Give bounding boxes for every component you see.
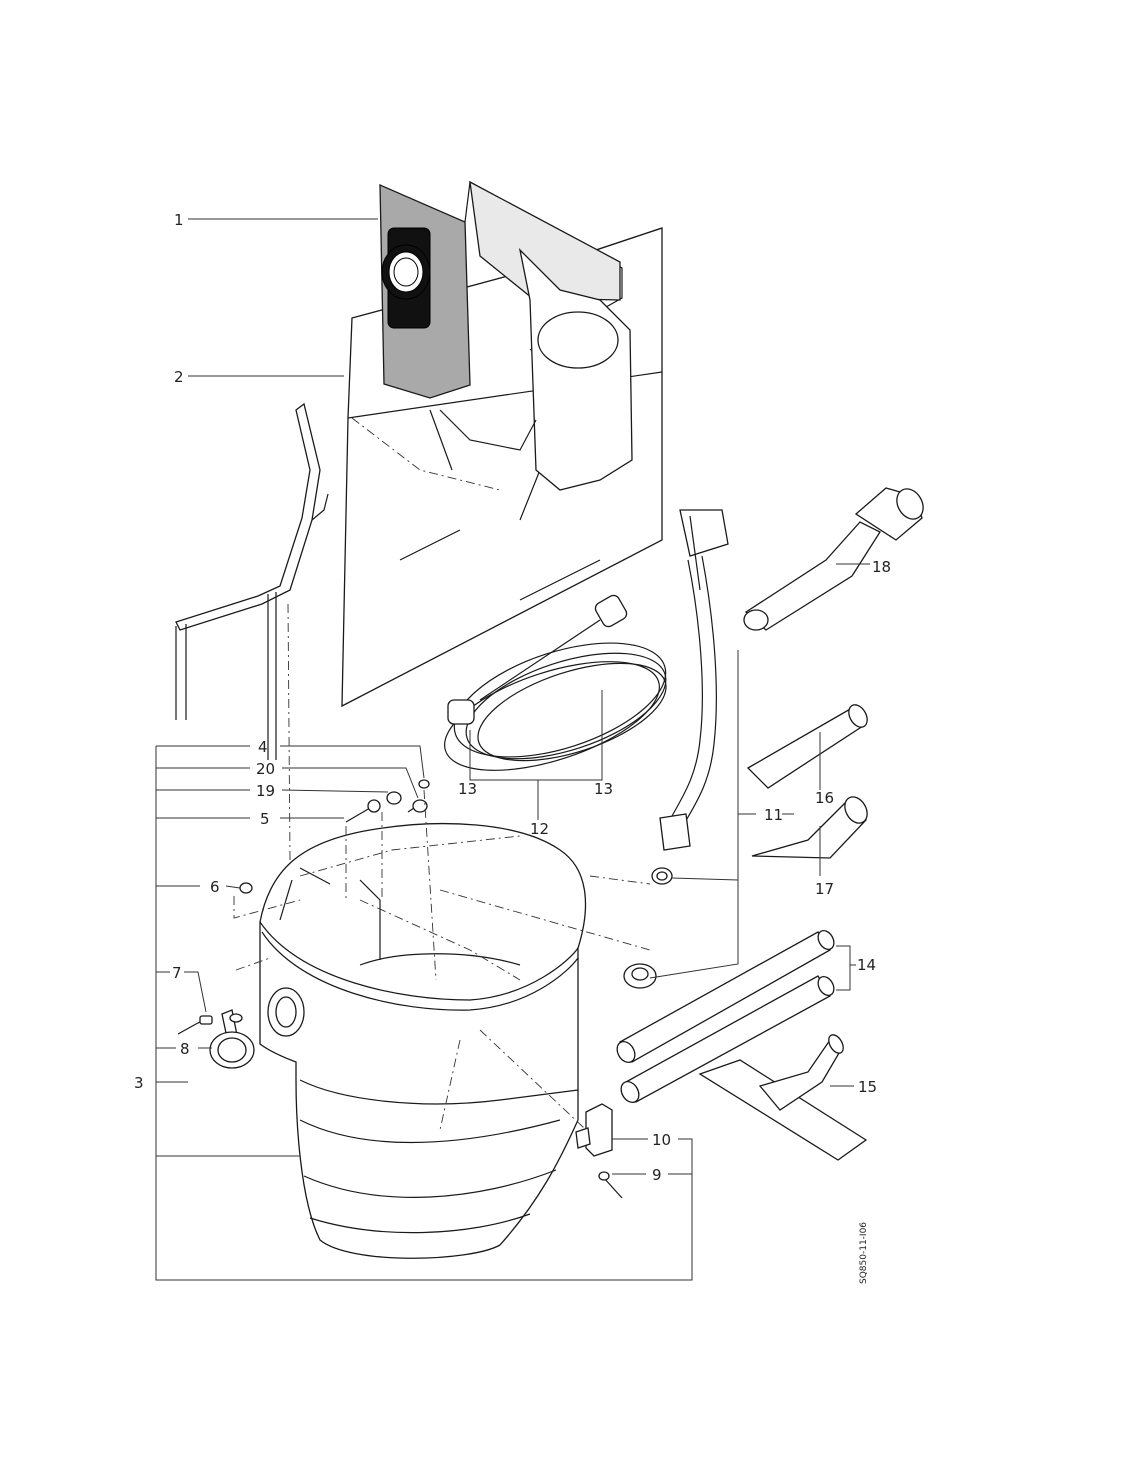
- part-11-drain-hose: [651, 509, 729, 885]
- drain-nut: [623, 963, 657, 989]
- callout-2: 2: [174, 368, 184, 386]
- callout-6: 6: [210, 878, 220, 896]
- part-7-pin: [177, 1015, 213, 1035]
- callout-11: 11: [764, 806, 783, 824]
- part-15-floor-nozzle: [698, 1034, 868, 1161]
- part-14-extension-tubes: [616, 930, 835, 1103]
- leader-lines: [155, 218, 870, 1281]
- callout-20: 20: [256, 760, 275, 778]
- part-16-crevice-nozzle: [746, 704, 868, 789]
- part-10-latch: [575, 1103, 613, 1157]
- drawing-code: SQ850-11-I06: [859, 1222, 869, 1284]
- callout-13-right: 13: [594, 780, 613, 798]
- part-13-hose-cuff-left: [447, 699, 475, 725]
- assembly-lines: [233, 603, 651, 1131]
- callout-13-left: 13: [458, 780, 477, 798]
- callout-7: 7: [172, 964, 182, 982]
- callout-labels: 1 2 3 4 20 19 5 6 7 8 9 10 11 12 13 13 1…: [134, 211, 891, 1184]
- callout-4: 4: [258, 738, 268, 756]
- callout-14: 14: [857, 956, 876, 974]
- callout-8: 8: [180, 1040, 190, 1058]
- callout-16: 16: [815, 789, 834, 807]
- handle-frame: [175, 402, 329, 760]
- callout-5: 5: [260, 810, 270, 828]
- part-12-suction-hose: [444, 594, 667, 771]
- part-9-pin: [598, 1171, 623, 1199]
- part-6-washer: [239, 882, 253, 894]
- callout-17: 17: [815, 880, 834, 898]
- part-3-container: [259, 822, 587, 1259]
- callout-12: 12: [530, 820, 549, 838]
- part-19-washer: [386, 791, 402, 805]
- callout-1: 1: [174, 211, 184, 229]
- part-8-castor: [209, 1009, 255, 1069]
- part-13-hose-cuff-right: [594, 594, 628, 628]
- part-1-filter-bag: [379, 180, 633, 491]
- callout-19: 19: [256, 782, 275, 800]
- part-18-bent-pipe: [743, 487, 924, 631]
- callout-10: 10: [652, 1131, 671, 1149]
- callout-18: 18: [872, 558, 891, 576]
- part-20-screw: [407, 799, 428, 813]
- callout-9: 9: [652, 1166, 662, 1184]
- callout-15: 15: [858, 1078, 877, 1096]
- callout-3: 3: [134, 1074, 144, 1092]
- part-5-screw: [345, 799, 381, 823]
- part-17-upholstery-nozzle: [751, 796, 868, 859]
- part-4-washer: [418, 779, 430, 789]
